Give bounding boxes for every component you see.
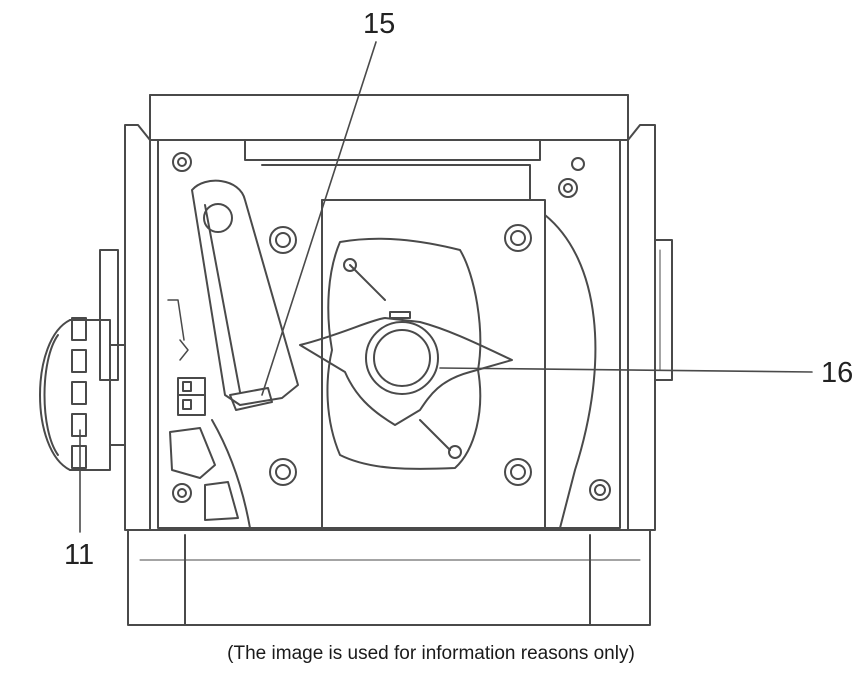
- callout-16: 16: [821, 357, 854, 389]
- lower-cutouts: [169, 419, 251, 529]
- rotor-assembly: [299, 237, 513, 470]
- inner-plate: [157, 139, 621, 529]
- callout-11: 11: [64, 539, 95, 571]
- leader-lines: [79, 41, 813, 533]
- housing-body: [99, 94, 673, 626]
- image-caption: (The image is used for information reaso…: [227, 643, 635, 664]
- lever-arm: [167, 179, 299, 411]
- callout-15: 15: [363, 8, 396, 40]
- adjustment-knob: [39, 317, 126, 471]
- mounting-screws: [172, 152, 611, 503]
- connector-block: [177, 377, 206, 416]
